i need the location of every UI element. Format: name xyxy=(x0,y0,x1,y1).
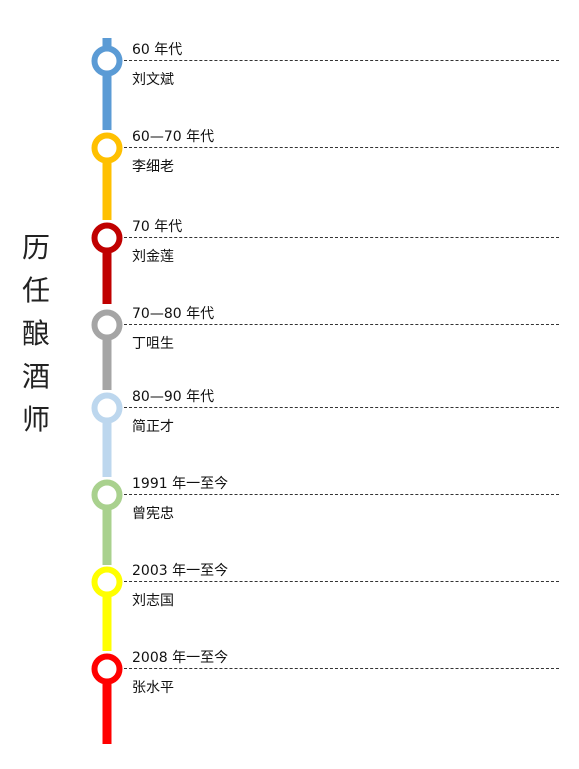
brewer-name: 刘文斌 xyxy=(132,72,174,88)
brewer-name: 李细老 xyxy=(132,159,174,175)
brewer-name: 刘金莲 xyxy=(132,249,174,265)
dashed-divider xyxy=(124,60,559,61)
dashed-divider xyxy=(124,237,559,238)
dashed-divider xyxy=(124,668,559,669)
period-label: 70—80 年代 xyxy=(132,306,215,322)
dashed-divider xyxy=(124,324,559,325)
timeline-node xyxy=(91,45,123,77)
brewer-name: 刘志国 xyxy=(132,593,174,609)
timeline-node xyxy=(91,566,123,598)
dashed-divider xyxy=(124,407,559,408)
timeline-node xyxy=(91,222,123,254)
period-label: 70 年代 xyxy=(132,219,183,235)
brewer-name: 曾宪忠 xyxy=(132,506,174,522)
brewer-name: 简正才 xyxy=(132,419,174,435)
title-char: 历 xyxy=(21,231,50,264)
brewer-name: 丁咀生 xyxy=(132,336,174,352)
period-label: 2008 年一至今 xyxy=(132,650,229,666)
title-char: 师 xyxy=(21,403,50,436)
timeline-node xyxy=(91,392,123,424)
timeline-node xyxy=(91,132,123,164)
period-label: 1991 年一至今 xyxy=(132,476,229,492)
vertical-title: 历 任 酿 酒 师 xyxy=(16,226,56,441)
period-label: 60 年代 xyxy=(132,42,183,58)
period-label: 2003 年一至今 xyxy=(132,563,229,579)
dashed-divider xyxy=(124,581,559,582)
timeline-node xyxy=(91,479,123,511)
period-label: 60—70 年代 xyxy=(132,129,215,145)
title-char: 酿 xyxy=(21,317,50,350)
period-label: 80—90 年代 xyxy=(132,389,215,405)
dashed-divider xyxy=(124,147,559,148)
title-char: 酒 xyxy=(21,360,50,393)
brewer-name: 张水平 xyxy=(132,680,174,696)
dashed-divider xyxy=(124,494,559,495)
timeline-node xyxy=(91,309,123,341)
timeline-node xyxy=(91,653,123,685)
title-char: 任 xyxy=(21,274,50,307)
